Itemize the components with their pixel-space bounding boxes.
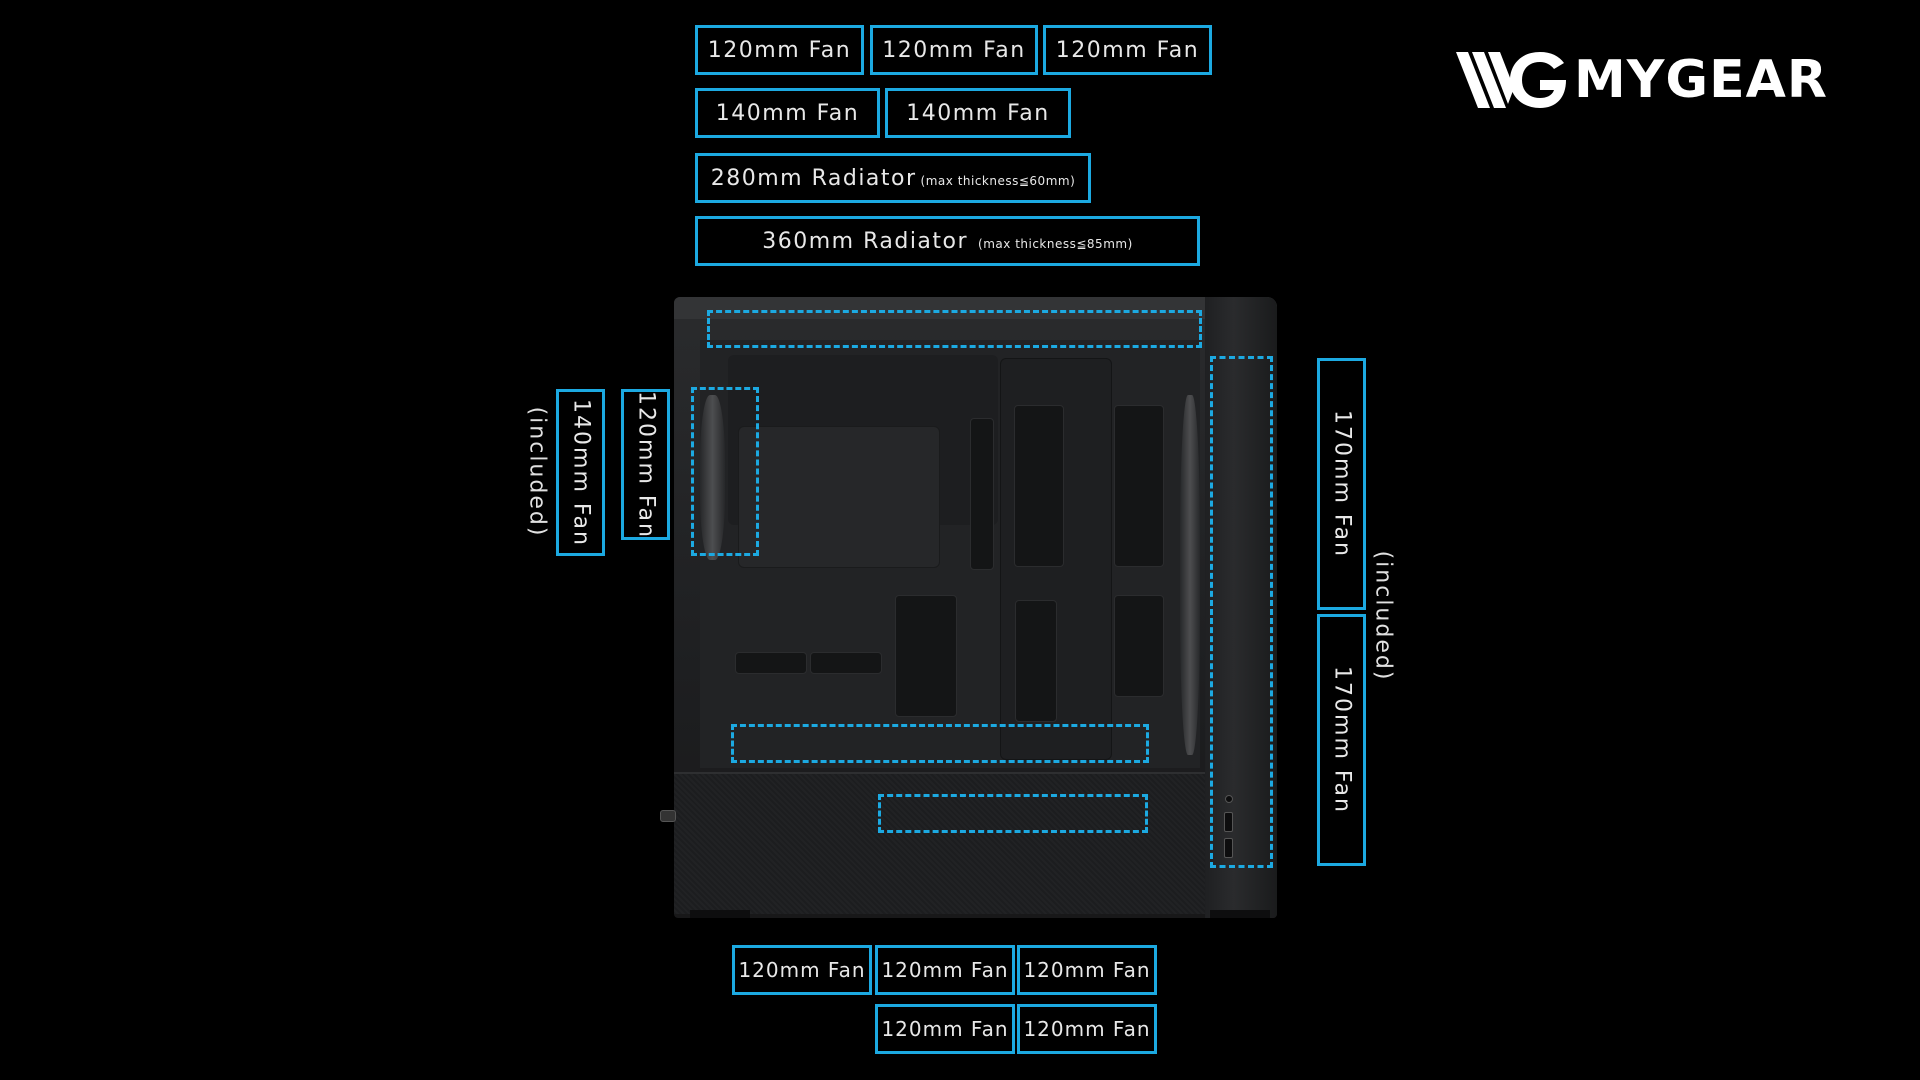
bottom-fan-120-label-5: 120mm Fan	[1017, 1004, 1157, 1054]
grommet-6	[895, 595, 957, 717]
cable-grommet	[970, 418, 994, 570]
radiator-360-text: 360mm Radiator	[762, 228, 969, 254]
top-radiator-360-label: 360mm Radiator (max thickness≦85mm)	[695, 216, 1200, 266]
audio-jack-icon	[1225, 795, 1233, 803]
usb-port-icon-2	[1224, 838, 1233, 858]
top-fan-120-text-2: 120mm Fan	[882, 37, 1026, 63]
top-mount-zone	[707, 310, 1202, 348]
bottom-mount-zone	[731, 724, 1149, 763]
top-fan-120-label-3: 120mm Fan	[1043, 25, 1212, 75]
rear-included-note: (included)	[524, 406, 550, 538]
rear-mount-zone	[691, 387, 759, 556]
case-top-panel	[674, 297, 1277, 319]
grommet-5	[810, 652, 882, 674]
bottom-fan-120-label-4: 120mm Fan	[875, 1004, 1015, 1054]
usb-port-icon	[1224, 812, 1233, 832]
rear-fan-140-label: 140mm Fan	[556, 389, 605, 556]
case-foot-right	[1210, 910, 1270, 918]
bottom-fan-120-label-3: 120mm Fan	[1017, 945, 1157, 995]
front-fan-blade	[1180, 395, 1200, 755]
rear-knob-icon	[660, 810, 676, 822]
top-fan-140-label-1: 140mm Fan	[695, 88, 880, 138]
top-radiator-280-label: 280mm Radiator(max thickness≦60mm)	[695, 153, 1091, 203]
front-fan-170-text-2: 170mm Fan	[1329, 666, 1354, 814]
psu-shroud-mount-zone	[878, 794, 1148, 833]
top-fan-120-text-1: 120mm Fan	[707, 37, 852, 63]
brand-logo: MYGEAR	[1456, 48, 1828, 112]
bottom-fan-text-3: 120mm Fan	[1023, 958, 1151, 982]
grommet-4	[735, 652, 807, 674]
front-mount-zone	[1210, 356, 1273, 868]
front-included-note: (included)	[1370, 550, 1396, 682]
rear-fan-120-label: 120mm Fan	[621, 389, 670, 540]
radiator-360-note: (max thickness≦85mm)	[978, 237, 1133, 251]
bottom-fan-text-2: 120mm Fan	[881, 958, 1009, 982]
bottom-fan-text-5: 120mm Fan	[1023, 1017, 1151, 1041]
rear-fan-blade	[700, 395, 725, 560]
brand-name: MYGEAR	[1574, 50, 1828, 110]
cable-cutout-2	[1114, 405, 1164, 567]
gpu-bracket	[1015, 600, 1057, 722]
radiator-280-note: (max thickness≦60mm)	[920, 174, 1076, 188]
bottom-fan-120-label-1: 120mm Fan	[732, 945, 872, 995]
bottom-fan-text-4: 120mm Fan	[881, 1017, 1009, 1041]
cable-cutout-1	[1014, 405, 1064, 567]
top-fan-140-label-2: 140mm Fan	[885, 88, 1071, 138]
top-fan-140-text-1: 140mm Fan	[715, 100, 860, 126]
front-fan-170-label-1: 170mm Fan	[1317, 358, 1366, 610]
top-fan-120-label-2: 120mm Fan	[870, 25, 1038, 75]
bottom-fan-text-1: 120mm Fan	[738, 958, 866, 982]
case-foot-left	[690, 910, 750, 918]
top-fan-120-label-1: 120mm Fan	[695, 25, 864, 75]
bottom-fan-120-label-2: 120mm Fan	[875, 945, 1015, 995]
top-fan-140-text-2: 140mm Fan	[906, 100, 1050, 126]
cable-cutout-3	[1114, 595, 1164, 697]
top-fan-120-text-3: 120mm Fan	[1055, 37, 1200, 63]
front-fan-170-label-2: 170mm Fan	[1317, 614, 1366, 866]
radiator-280-text: 280mm Radiator	[710, 165, 917, 191]
front-fan-170-text-1: 170mm Fan	[1329, 410, 1354, 558]
cpu-cutout	[738, 426, 940, 568]
mygear-wg-logo-icon	[1456, 52, 1566, 108]
case-front-panel	[1205, 297, 1277, 918]
rear-fan-120-text: 120mm Fan	[633, 390, 658, 539]
rear-fan-140-text: 140mm Fan	[568, 398, 593, 547]
